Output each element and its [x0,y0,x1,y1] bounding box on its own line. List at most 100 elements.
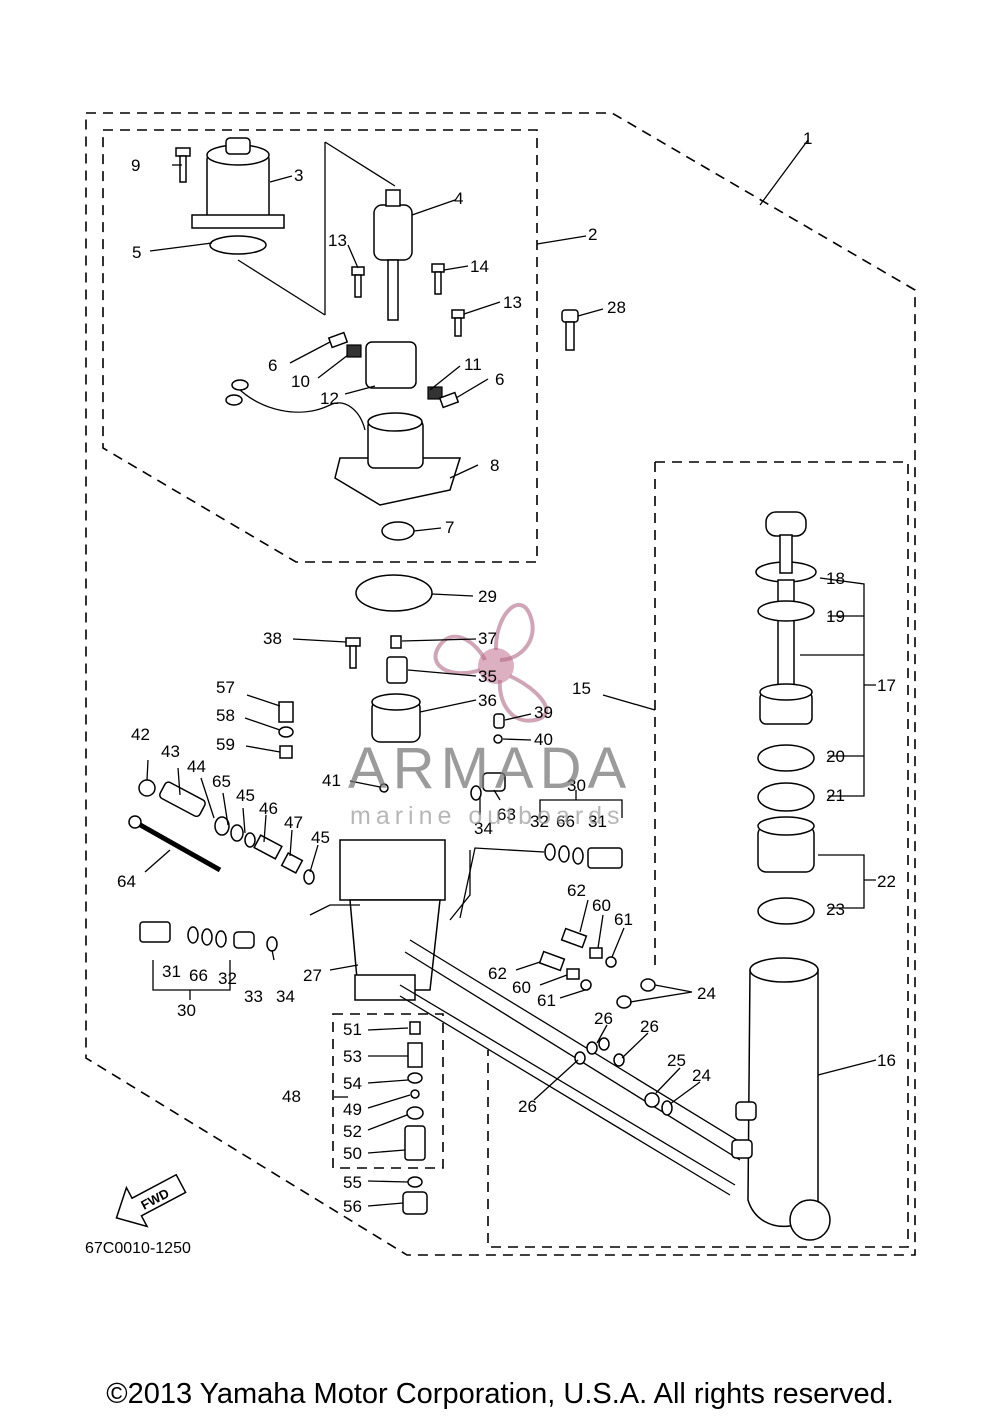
label-28: 28 [607,298,626,317]
label-4: 4 [454,189,463,208]
label-44: 44 [187,757,206,776]
o-ring-29 [355,574,433,612]
label-10: 10 [291,372,310,391]
cylinder-assembly-15-boundary [487,461,909,1248]
label-40: 40 [534,730,553,749]
label-15: 15 [572,679,591,698]
label-35: 35 [478,667,497,686]
label-31a: 31 [588,812,607,831]
label-39: 39 [534,703,553,722]
screw-14 [431,263,445,295]
label-5: 5 [132,243,141,262]
label-47: 47 [284,813,303,832]
label-34b: 34 [474,819,493,838]
label-51: 51 [343,1020,362,1039]
label-19: 19 [826,607,845,626]
spring-37 [390,635,402,649]
label-13b: 13 [503,293,522,312]
o-ring-23 [757,897,815,925]
gland-22 [757,816,815,873]
label-64: 64 [117,872,136,891]
label-46: 46 [259,799,278,818]
label-61a: 61 [614,910,633,929]
label-36: 36 [478,691,497,710]
label-32a: 32 [530,812,549,831]
label-45b: 45 [311,828,330,847]
tilt-cylinder-16 [731,957,831,1241]
label-34a: 34 [276,987,295,1006]
bolt-28 [561,309,579,351]
label-66b: 66 [189,966,208,985]
motor-part [191,137,285,229]
label-58: 58 [216,706,235,725]
label-22: 22 [877,872,896,891]
diagram-code: 67C0010-1250 [85,1240,191,1257]
label-61b: 61 [537,991,556,1010]
label-50: 50 [343,1144,362,1163]
label-26b: 26 [640,1017,659,1036]
label-59: 59 [216,735,235,754]
label-56: 56 [343,1197,362,1216]
screw-38 [345,637,361,669]
label-30a: 30 [567,776,586,795]
label-32b: 32 [218,969,237,988]
label-12: 12 [320,389,339,408]
label-48: 48 [282,1087,301,1106]
label-24b: 24 [692,1066,711,1085]
label-6a: 6 [268,356,277,375]
label-55: 55 [343,1173,362,1192]
label-57: 57 [216,678,235,697]
label-6b: 6 [495,370,504,389]
label-37: 37 [478,629,497,648]
exploded-parts-diagram: FWD [85,112,916,1256]
label-62b: 62 [488,964,507,983]
label-7: 7 [445,518,454,537]
label-9: 9 [131,156,140,175]
label-41: 41 [322,771,341,790]
label-45a: 45 [236,786,255,805]
label-60a: 60 [592,896,611,915]
label-16: 16 [877,1051,896,1070]
label-14: 14 [470,257,489,276]
screw-13a [351,266,365,298]
spacer-35 [386,656,408,684]
label-11: 11 [464,355,482,374]
fwd-arrow-icon: FWD [115,1173,187,1228]
screw-9 [175,147,191,183]
label-24a: 24 [697,984,716,1003]
pump-body [339,693,446,1001]
label-25: 25 [667,1051,686,1070]
ring-19 [757,600,815,622]
label-33: 33 [244,987,263,1006]
o-ring-5 [209,235,267,255]
label-52: 52 [343,1122,362,1141]
label-20: 20 [826,747,845,766]
o-ring-20 [757,744,815,772]
watermark-brand: ARMADA [348,736,633,801]
label-31b: 31 [162,962,181,981]
label-63: 63 [497,805,516,824]
o-ring-21 [757,782,815,812]
motor-assembly-2-boundary [102,129,538,563]
label-8: 8 [490,456,499,475]
label-18: 18 [826,569,845,588]
screw-13b [451,309,465,337]
label-2: 2 [588,225,597,244]
watermark-logo-icon [433,602,549,723]
label-43: 43 [161,742,180,761]
label-60b: 60 [512,978,531,997]
label-21: 21 [826,786,845,805]
armature-4 [373,189,413,321]
label-27: 27 [303,966,322,985]
copyright-notice: ©2013 Yamaha Motor Corporation, U.S.A. A… [106,1378,894,1410]
label-3: 3 [294,166,303,185]
seal-7 [381,521,415,541]
label-38: 38 [263,629,282,648]
label-62a: 62 [567,881,586,900]
label-66a: 66 [556,812,575,831]
label-42: 42 [131,725,150,744]
motor-bracket-8 [334,412,462,506]
label-23: 23 [826,900,845,919]
label-49: 49 [343,1100,362,1119]
label-29: 29 [478,587,497,606]
